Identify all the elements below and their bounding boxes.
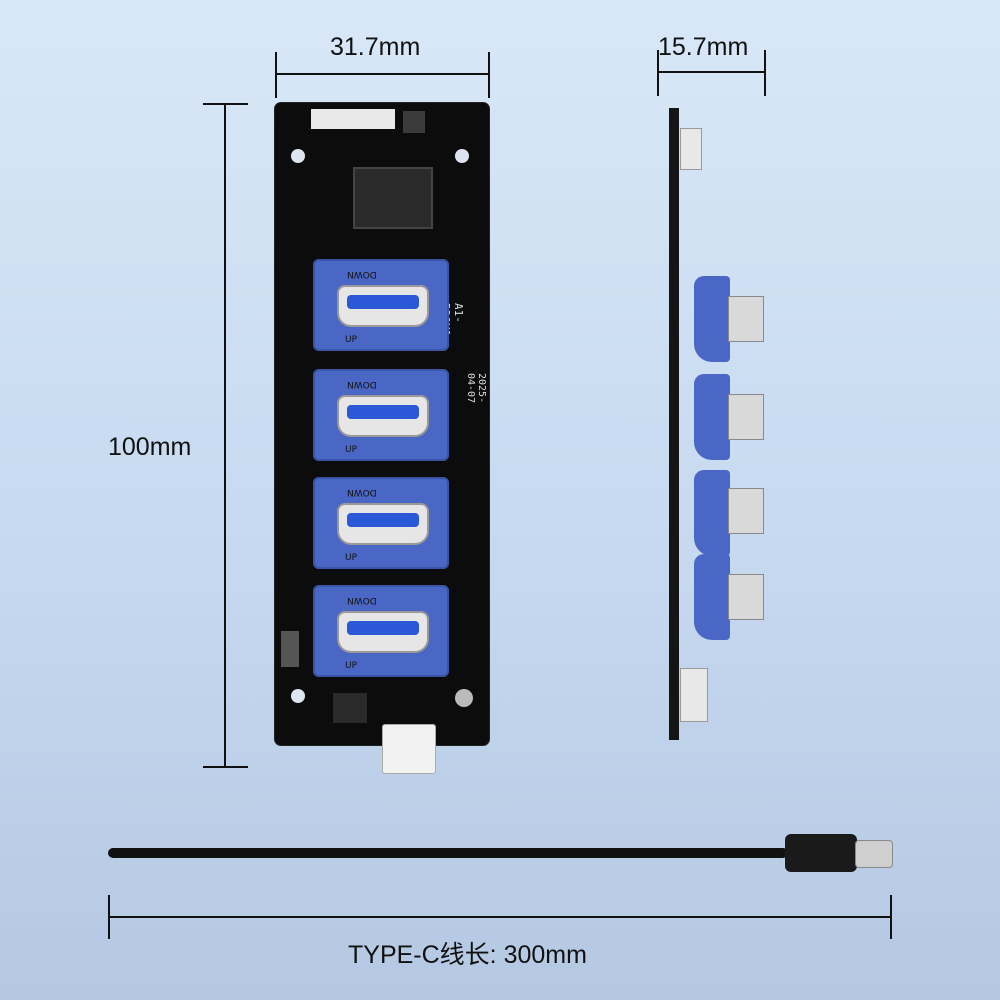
side-usb-shell [728,394,764,440]
mounting-hole [291,689,305,703]
bottom-connector [382,724,436,774]
usb-port: DOWN UP [313,477,449,569]
thickness-line [657,71,766,73]
side-connector [680,128,702,170]
mounting-hole [455,689,473,707]
side-pcb-edge [669,108,679,740]
side-usb-port [694,470,730,556]
side-usb-port [694,276,730,362]
height-label: 100mm [108,433,192,461]
usb-hub-board-front: A1-B30X1 V1.0 2025-04-07 DOWN UP DOWN UP… [275,103,489,745]
side-usb-port [694,374,730,460]
height-line [224,103,226,768]
controller-chip [353,167,433,229]
width-left-tick [275,52,277,98]
type-c-plug-body [785,834,857,872]
ic-chip [333,693,367,723]
usb-socket [337,503,429,545]
side-usb-shell [728,296,764,342]
header-connector [311,109,395,129]
width-label: 31.7mm [330,33,421,61]
cable-label: TYPE-C线长: 300mm [348,941,587,969]
thickness-label: 15.7mm [658,33,749,61]
inductor [281,631,299,667]
side-usb-shell [728,574,764,620]
side-connector [680,668,708,722]
side-usb-shell [728,488,764,534]
thickness-right-tick [764,50,766,96]
usb-socket [337,611,429,653]
usb-socket [337,285,429,327]
date-silkscreen: 2025-04-07 [465,373,487,404]
cable-wire [108,848,788,858]
usb-port: DOWN UP [313,369,449,461]
mounting-hole [291,149,305,163]
side-usb-port [694,554,730,640]
usb-socket [337,395,429,437]
width-line [275,73,490,75]
usb-port: DOWN UP [313,585,449,677]
thickness-left-tick [657,50,659,96]
width-right-tick [488,52,490,98]
cable-line [108,916,892,918]
mounting-hole [455,149,469,163]
type-c-plug-tip [855,840,893,868]
usb-port: DOWN UP [313,259,449,351]
inductor [403,111,425,133]
